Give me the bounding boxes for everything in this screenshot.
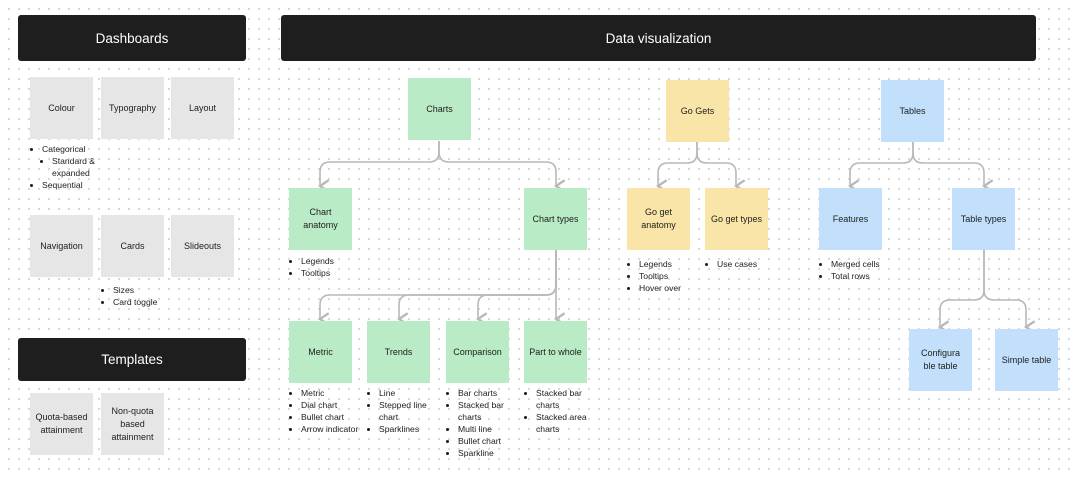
features-list: Merged cells Total rows bbox=[819, 258, 911, 282]
go-gets-note[interactable]: Go Gets bbox=[666, 80, 729, 142]
sublist: Standard & expanded bbox=[42, 155, 132, 179]
table-types-note[interactable]: Table types bbox=[952, 188, 1015, 250]
data-visualization-header: Data visualization bbox=[281, 15, 1036, 61]
comparison-note[interactable]: Comparison bbox=[446, 321, 509, 383]
list-item: Tooltips bbox=[301, 267, 381, 279]
dashboards-header: Dashboards bbox=[18, 15, 246, 61]
list-item: Tooltips bbox=[639, 270, 714, 282]
go-get-anatomy-note[interactable]: Go get anatomy bbox=[627, 188, 690, 250]
list-item: Sparkline bbox=[458, 447, 526, 459]
go-get-anatomy-list: Legends Tooltips Hover over bbox=[627, 258, 714, 294]
list-item: Metric bbox=[301, 387, 369, 399]
list-item: Stacked area charts bbox=[536, 411, 604, 435]
chart-anatomy-list: Legends Tooltips bbox=[289, 255, 381, 279]
list-item: Legends bbox=[639, 258, 714, 270]
metric-note[interactable]: Metric bbox=[289, 321, 352, 383]
list-item: Standard & expanded bbox=[52, 155, 132, 179]
list-item-text: Categorical bbox=[42, 144, 86, 154]
go-get-types-list: Use cases bbox=[705, 258, 792, 270]
list-item: Hover over bbox=[639, 282, 714, 294]
navigation-note[interactable]: Navigation bbox=[30, 215, 93, 277]
list-item: Sequential bbox=[42, 179, 132, 191]
trends-note[interactable]: Trends bbox=[367, 321, 430, 383]
typography-note[interactable]: Typography bbox=[101, 77, 164, 139]
cards-note[interactable]: Cards bbox=[101, 215, 164, 277]
features-note[interactable]: Features bbox=[819, 188, 882, 250]
list-item: Card toggle bbox=[113, 296, 193, 308]
go-get-types-note[interactable]: Go get types bbox=[705, 188, 768, 250]
configurable-table-note[interactable]: Configura ble table bbox=[909, 329, 972, 391]
list-item: Bar charts bbox=[458, 387, 526, 399]
list-item: Merged cells bbox=[831, 258, 911, 270]
list-item: Use cases bbox=[717, 258, 792, 270]
list-item: Stacked bar charts bbox=[536, 387, 604, 411]
list-item: Multi line bbox=[458, 423, 526, 435]
cards-bullet-list: Sizes Card toggle bbox=[101, 284, 193, 308]
list-item: Sizes bbox=[113, 284, 193, 296]
templates-header: Templates bbox=[18, 338, 246, 381]
list-item: Stepped line chart bbox=[379, 399, 447, 423]
part-to-whole-list: Stacked bar charts Stacked area charts bbox=[524, 387, 604, 435]
tables-note[interactable]: Tables bbox=[881, 80, 944, 142]
list-item: Stacked bar charts bbox=[458, 399, 526, 423]
part-to-whole-note[interactable]: Part to whole bbox=[524, 321, 587, 383]
metric-list: Metric Dial chart Bullet chart Arrow ind… bbox=[289, 387, 369, 435]
comparison-list: Bar charts Stacked bar charts Multi line… bbox=[446, 387, 526, 459]
chart-anatomy-note[interactable]: Chart anatomy bbox=[289, 188, 352, 250]
list-item: Sparklines bbox=[379, 423, 447, 435]
charts-note[interactable]: Charts bbox=[408, 78, 471, 140]
quota-based-attainment-note[interactable]: Quota-based attainment bbox=[30, 393, 93, 455]
list-item: Bullet chart bbox=[458, 435, 526, 447]
trends-list: Line Stepped line chart Sparklines bbox=[367, 387, 447, 435]
colour-bullet-list: Categorical Standard & expanded Sequenti… bbox=[30, 143, 132, 191]
list-item: Bullet chart bbox=[301, 411, 369, 423]
list-item: Arrow indicator bbox=[301, 423, 369, 435]
non-quota-based-attainment-note[interactable]: Non-quota based attainment bbox=[101, 393, 164, 455]
simple-table-note[interactable]: Simple table bbox=[995, 329, 1058, 391]
list-item: Categorical Standard & expanded bbox=[42, 143, 132, 179]
colour-note[interactable]: Colour bbox=[30, 77, 93, 139]
list-item: Total rows bbox=[831, 270, 911, 282]
list-item: Legends bbox=[301, 255, 381, 267]
slideouts-note[interactable]: Slideouts bbox=[171, 215, 234, 277]
layout-note[interactable]: Layout bbox=[171, 77, 234, 139]
list-item: Dial chart bbox=[301, 399, 369, 411]
chart-types-note[interactable]: Chart types bbox=[524, 188, 587, 250]
list-item: Line bbox=[379, 387, 447, 399]
